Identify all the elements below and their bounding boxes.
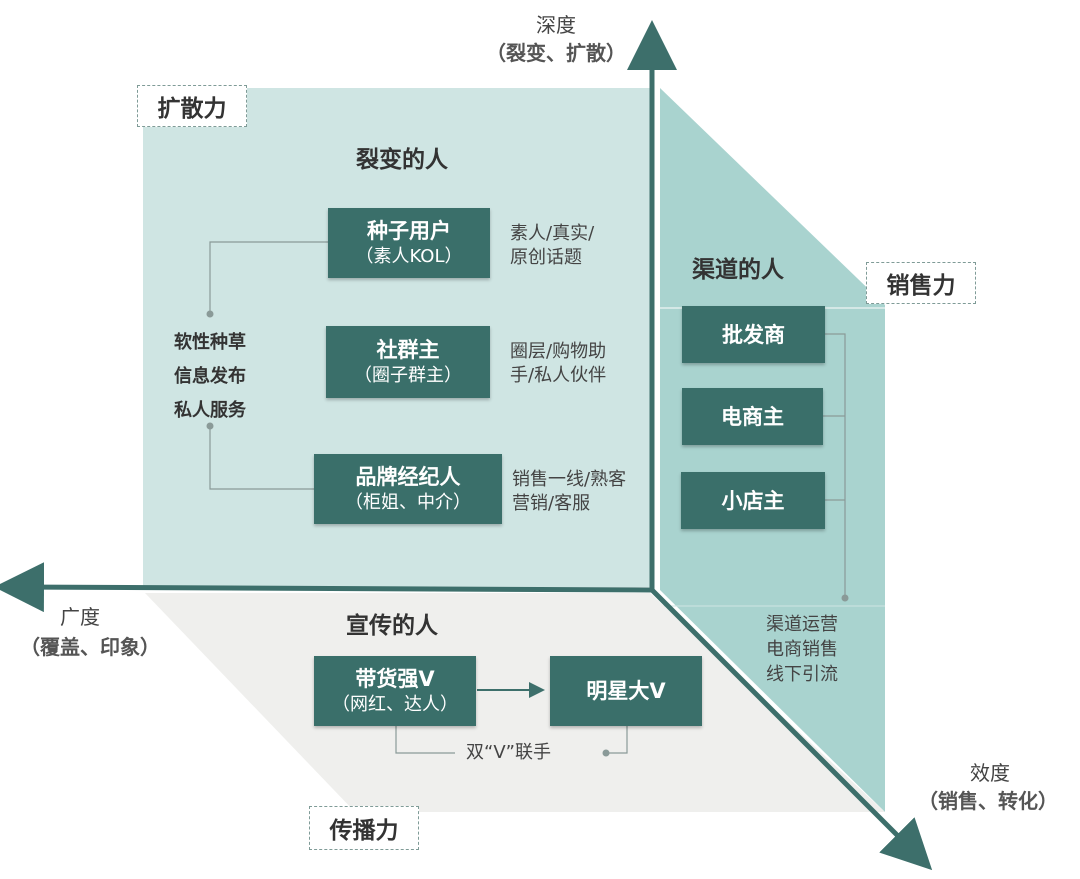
fission-bracket-dot-bottom xyxy=(206,422,214,430)
wholesaler-label: 批发商 xyxy=(722,322,785,347)
promo-joint-dot xyxy=(602,749,610,757)
channel-title: 渠道的人 xyxy=(692,257,784,283)
small-shop-owner-label: 小店主 xyxy=(721,488,785,513)
depth-axis-desc: （裂变、扩散） xyxy=(486,41,626,65)
brand-agent-box: 品牌经纪人 （柜姐、中介） xyxy=(314,454,502,524)
diffusion-force-tag: 扩散力 xyxy=(137,85,247,127)
ecommerce-owner-label: 电商主 xyxy=(721,404,784,429)
dual-v-note: 双“V”联手 xyxy=(466,742,551,763)
brand-agent-note-line1: 销售一线/熟客 xyxy=(512,469,627,490)
fission-side-note-line1: 软性种草 xyxy=(174,332,246,353)
channel-panel xyxy=(660,88,885,812)
fission-bracket-top xyxy=(209,241,328,314)
sales-force-tag: 销售力 xyxy=(866,262,976,304)
seed-user-note-line2: 原创话题 xyxy=(510,247,582,268)
wholesaler-box: 批发商 xyxy=(682,306,825,363)
community-owner-label: 社群主 xyxy=(376,338,440,362)
influencer-sub: （网红、达人） xyxy=(332,694,458,715)
channel-bracket-dot xyxy=(841,594,849,602)
influencer-label: 带货强V xyxy=(355,667,435,691)
brand-agent-note: 销售一线/熟客 营销/客服 xyxy=(512,468,626,516)
community-owner-note-line1: 圈层/购物助 xyxy=(510,341,607,362)
community-owner-box: 社群主 （圈子群主） xyxy=(326,326,490,398)
fission-side-note-line3: 私人服务 xyxy=(174,400,246,421)
fission-bracket-bottom xyxy=(209,426,314,490)
effect-axis xyxy=(650,588,933,871)
brand-agent-note-line2: 营销/客服 xyxy=(512,493,591,514)
community-owner-note: 圈层/购物助 手/私人伙伴 xyxy=(510,340,606,388)
celebrity-box: 明星大V xyxy=(550,656,702,726)
fission-title: 裂变的人 xyxy=(356,147,448,173)
channel-note-line2: 电商销售 xyxy=(766,639,838,660)
breadth-axis xyxy=(0,562,653,613)
depth-axis-name: 深度 xyxy=(536,13,576,37)
community-owner-sub: （圈子群主） xyxy=(354,365,462,386)
promo-joint-right xyxy=(606,724,628,754)
brand-agent-label: 品牌经纪人 xyxy=(355,465,461,489)
breadth-axis-name: 广度 xyxy=(60,605,100,629)
fission-bracket-dot-top xyxy=(206,310,214,318)
spread-force-tag: 传播力 xyxy=(309,806,419,850)
effect-axis-name: 效度 xyxy=(970,761,1010,785)
channel-notes: 渠道运营 电商销售 线下引流 xyxy=(766,612,838,687)
brand-agent-sub: （柜姐、中介） xyxy=(345,492,471,513)
promo-title: 宣传的人 xyxy=(346,613,438,639)
channel-bracket xyxy=(825,333,846,598)
breadth-axis-desc: （覆盖、印象） xyxy=(20,635,160,659)
influencer-box: 带货强V （网红、达人） xyxy=(314,656,476,726)
seed-user-label: 种子用户 xyxy=(367,219,451,243)
fission-side-note-line2: 信息发布 xyxy=(174,366,246,387)
community-owner-note-line2: 手/私人伙伴 xyxy=(510,365,607,386)
fission-side-note: 软性种草 信息发布 私人服务 xyxy=(160,326,260,428)
channel-note-line1: 渠道运营 xyxy=(766,614,838,635)
effect-axis-desc: （销售、转化） xyxy=(918,789,1058,813)
ecommerce-owner-box: 电商主 xyxy=(682,388,823,445)
seed-user-sub: （素人KOL） xyxy=(355,246,463,267)
promo-joint-left xyxy=(395,724,455,754)
promo-panel xyxy=(145,593,885,812)
seed-user-note-line1: 素人/真实/ xyxy=(510,223,595,244)
seed-user-note: 素人/真实/ 原创话题 xyxy=(510,222,594,270)
small-shop-owner-box: 小店主 xyxy=(681,472,825,529)
channel-note-line3: 线下引流 xyxy=(766,664,838,685)
seed-user-box: 种子用户 （素人KOL） xyxy=(328,208,490,278)
celebrity-label: 明星大V xyxy=(586,679,666,703)
